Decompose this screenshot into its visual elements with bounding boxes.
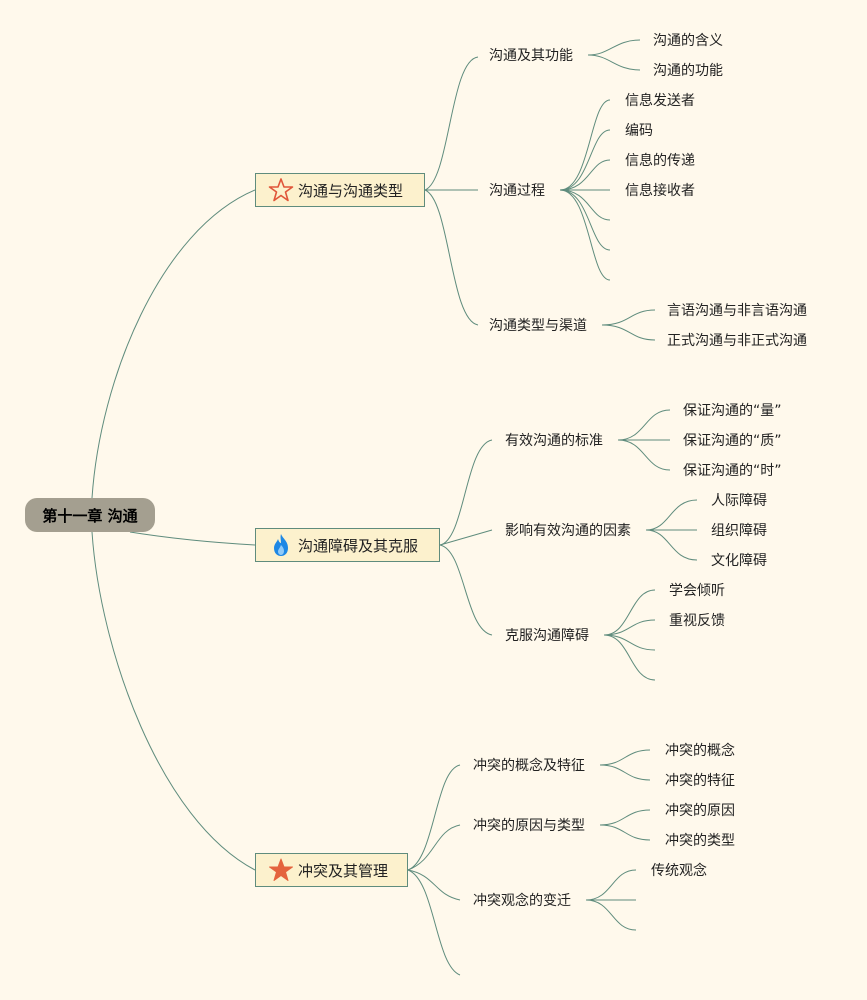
- leaf-node[interactable]: 编码: [625, 123, 653, 139]
- branch-barriers[interactable]: 沟通障碍及其克服: [255, 528, 440, 562]
- leaf-node[interactable]: 信息发送者: [625, 93, 695, 109]
- sub-node[interactable]: 冲突观念的变迁: [473, 893, 571, 909]
- sub-node[interactable]: 有效沟通的标准: [505, 433, 603, 449]
- leaf-node[interactable]: 文化障碍: [711, 553, 767, 569]
- leaf-node[interactable]: 重视反馈: [669, 613, 725, 629]
- leaf-node[interactable]: 人际障碍: [711, 493, 767, 509]
- branch-conflict[interactable]: 冲突及其管理: [255, 853, 408, 887]
- leaf-node[interactable]: 信息的传递: [625, 153, 695, 169]
- leaf-node[interactable]: 保证沟通的“时”: [683, 463, 782, 479]
- root-node[interactable]: 第十一章 沟通: [25, 498, 155, 532]
- sub-node[interactable]: 冲突的概念及特征: [473, 758, 585, 774]
- leaf-node[interactable]: 言语沟通与非言语沟通: [667, 303, 807, 319]
- leaf-node[interactable]: 沟通的含义: [653, 33, 723, 49]
- sub-node[interactable]: 影响有效沟通的因素: [505, 523, 631, 539]
- sub-node[interactable]: 沟通及其功能: [489, 48, 573, 64]
- leaf-node[interactable]: 信息接收者: [625, 183, 695, 199]
- leaf-node[interactable]: 传统观念: [651, 863, 707, 879]
- leaf-node[interactable]: 保证沟通的“质”: [683, 433, 782, 449]
- leaf-node[interactable]: 冲突的原因: [665, 803, 735, 819]
- branch-label: 沟通障碍及其克服: [298, 536, 419, 555]
- star-outline-icon: [268, 177, 294, 203]
- sub-node[interactable]: 克服沟通障碍: [505, 628, 589, 644]
- leaf-node[interactable]: 学会倾听: [669, 583, 725, 599]
- leaf-node[interactable]: 沟通的功能: [653, 63, 723, 79]
- leaf-node[interactable]: 正式沟通与非正式沟通: [667, 333, 807, 349]
- sub-node[interactable]: 沟通类型与渠道: [489, 318, 587, 334]
- leaf-node[interactable]: 保证沟通的“量”: [683, 403, 782, 419]
- star-filled-icon: [268, 857, 294, 883]
- sub-node[interactable]: 冲突的原因与类型: [473, 818, 585, 834]
- leaf-node[interactable]: 冲突的类型: [665, 833, 735, 849]
- leaf-node[interactable]: 冲突的概念: [665, 743, 735, 759]
- sub-node[interactable]: 沟通过程: [489, 183, 545, 199]
- flame-icon: [268, 532, 294, 558]
- leaf-node[interactable]: 冲突的特征: [665, 773, 735, 789]
- branch-label: 冲突及其管理: [298, 861, 389, 880]
- branch-label: 沟通与沟通类型: [298, 181, 404, 200]
- branch-communication-types[interactable]: 沟通与沟通类型: [255, 173, 425, 207]
- leaf-node[interactable]: 组织障碍: [711, 523, 767, 539]
